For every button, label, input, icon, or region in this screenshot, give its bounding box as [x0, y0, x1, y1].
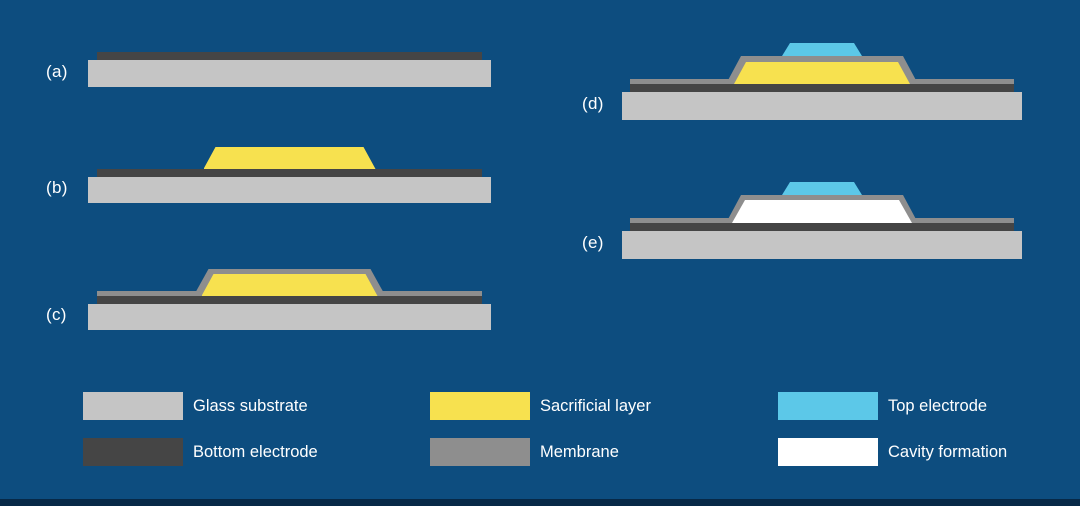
- legend-item-sacrificial-layer: Sacrificial layer: [430, 392, 651, 420]
- legend-item-glass-substrate: Glass substrate: [83, 392, 308, 420]
- panel-label-d: (d): [582, 94, 604, 113]
- panel-label-a: (a): [46, 62, 68, 81]
- bottom-electrode-layer: [97, 296, 482, 304]
- legend-label: Glass substrate: [193, 396, 308, 415]
- bottom-electrode-layer: [630, 84, 1014, 92]
- legend-item-top-electrode: Top electrode: [778, 392, 987, 420]
- panel-label-c: (c): [46, 305, 67, 324]
- glass-substrate-swatch: [83, 392, 183, 420]
- panel-a-stack: [88, 52, 491, 87]
- bottom-electrode-layer: [630, 223, 1014, 231]
- legend-item-membrane: Membrane: [430, 438, 619, 466]
- top-electrode-swatch: [778, 392, 878, 420]
- legend-item-cavity-formation: Cavity formation: [778, 438, 1007, 466]
- panel-label-e: (e): [582, 233, 604, 252]
- glass-substrate-layer: [88, 60, 491, 87]
- legend-label: Cavity formation: [888, 442, 1008, 461]
- legend-label: Top electrode: [888, 396, 988, 415]
- legend-item-bottom-electrode: Bottom electrode: [83, 438, 318, 466]
- glass-substrate-layer: [622, 231, 1022, 259]
- sacrificial-layer-shape: [204, 147, 376, 169]
- panel-b-stack: [88, 147, 491, 203]
- bottom-electrode-layer: [97, 52, 482, 60]
- panel-label-b: (b): [46, 178, 68, 197]
- top-electrode-shape: [782, 43, 862, 56]
- membrane-swatch: [430, 438, 530, 466]
- legend-label: Membrane: [540, 442, 619, 461]
- legend-label: Bottom electrode: [193, 442, 318, 461]
- footer-bar: [0, 499, 1080, 506]
- panel-e-stack: [622, 182, 1022, 259]
- bottom-electrode-layer: [97, 169, 482, 177]
- glass-substrate-layer: [88, 304, 491, 330]
- bottom-electrode-swatch: [83, 438, 183, 466]
- panel-c-stack: [88, 269, 491, 330]
- sacrificial-layer-shape: [734, 62, 910, 84]
- sacrificial-layer-shape: [202, 274, 378, 296]
- panel-d-stack: [622, 43, 1022, 120]
- glass-substrate-layer: [622, 92, 1022, 120]
- cavity-formation-swatch: [778, 438, 878, 466]
- glass-substrate-layer: [88, 177, 491, 203]
- cavity-shape: [732, 200, 912, 223]
- legend-label: Sacrificial layer: [540, 396, 651, 415]
- sacrificial-layer-swatch: [430, 392, 530, 420]
- top-electrode-shape: [782, 182, 862, 195]
